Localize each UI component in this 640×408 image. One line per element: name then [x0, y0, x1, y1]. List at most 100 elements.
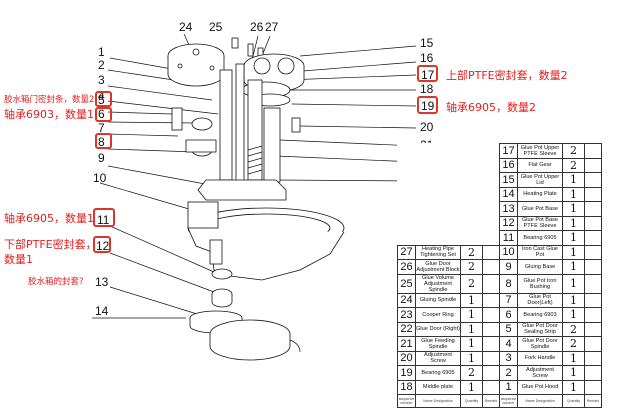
- header-qty: Quantity: [562, 394, 585, 408]
- annotation-upper-ptfe: 上部PTFE密封套，数量2: [446, 69, 568, 82]
- item-number: 23: [397, 307, 416, 323]
- header-remark: Remark: [482, 394, 500, 408]
- item-name: Gluing Spindle: [415, 292, 461, 308]
- iron-cast-glue-pot: [187, 201, 345, 281]
- item-name: Cooper Ring: [415, 307, 461, 323]
- annotation-bearing-6905-right: 轴承6905，数量2: [446, 101, 536, 114]
- item-quantity: 2: [562, 321, 585, 337]
- item-remark: [482, 307, 500, 323]
- item-remark: [482, 321, 500, 337]
- item-name: Glue Pot Iron Bushing: [517, 273, 563, 294]
- item-remark: [584, 350, 602, 366]
- callout-10: 10: [93, 171, 107, 185]
- callout-15: 15: [420, 36, 434, 50]
- item-quantity: 1: [562, 201, 585, 217]
- callout-25: 25: [209, 20, 223, 34]
- item-name: Glue Pot Door(Left): [517, 292, 563, 308]
- item-quantity: 1: [460, 350, 483, 366]
- item-quantity: 1: [562, 230, 585, 246]
- item-quantity: 2: [562, 336, 585, 352]
- header-name: Name Designation: [517, 394, 563, 408]
- item-quantity: 2: [562, 143, 585, 159]
- item-number: 7: [499, 292, 518, 308]
- glue-pot-hood: [167, 43, 225, 87]
- highlight-box-12: [93, 236, 111, 253]
- item-remark: [584, 365, 602, 381]
- header-qty: Quantity: [460, 394, 483, 408]
- item-remark: [482, 273, 500, 294]
- callout-16: 16: [420, 51, 434, 65]
- item-number: 11: [499, 230, 518, 246]
- item-remark: [584, 321, 602, 337]
- item-quantity: 1: [562, 292, 585, 308]
- item-quantity: 1: [562, 350, 585, 366]
- item-quantity: 1: [460, 307, 483, 323]
- item-remark: [482, 244, 500, 260]
- callout-1: 1: [98, 45, 105, 59]
- callout-3: 3: [98, 73, 105, 87]
- item-quantity: 2: [460, 365, 483, 381]
- item-remark: [482, 259, 500, 275]
- item-name: Glue Pot Base PTFE Sleeve: [517, 215, 563, 231]
- item-remark: [584, 336, 602, 352]
- item-quantity: 1: [460, 321, 483, 337]
- highlight-box-5: [95, 91, 112, 107]
- item-remark: [584, 172, 602, 188]
- item-name: Heating Pipe Tightening Set: [415, 244, 461, 260]
- callout-4: 4: [98, 89, 105, 103]
- item-number: 16: [499, 157, 518, 173]
- item-name: Gluing Base: [517, 259, 563, 275]
- highlight-box-19: [417, 96, 438, 114]
- item-remark: [584, 259, 602, 275]
- item-name: Glue Volume Adjustment Spindle: [415, 273, 461, 294]
- highlight-box-6: [95, 107, 112, 122]
- item-number: 25: [397, 273, 416, 294]
- highlight-box-17: [417, 65, 438, 82]
- item-name: Glue Pot Upper Lid: [517, 172, 563, 188]
- item-name: Middle plate: [415, 379, 461, 395]
- item-name: Glue Feeding Spindle: [415, 336, 461, 352]
- item-quantity: 2: [460, 259, 483, 275]
- item-number: 21: [397, 336, 416, 352]
- item-remark: [482, 350, 500, 366]
- item-number: 5: [499, 321, 518, 337]
- item-quantity: 1: [562, 307, 585, 323]
- annotation-lower-ptfe-qty: 数量1: [4, 253, 33, 266]
- item-quantity: 1: [460, 336, 483, 352]
- callout-11: 11: [97, 213, 110, 227]
- annotation-bearing-6903: 轴承6903，数量1: [4, 108, 94, 121]
- item-quantity: 1: [562, 259, 585, 275]
- item-number: 8: [499, 273, 518, 294]
- item-number: 9: [499, 259, 518, 275]
- spindles: [219, 63, 301, 185]
- annotation-tank-seal-question: 胶水箱的封套?: [28, 277, 84, 287]
- item-quantity: 2: [460, 273, 483, 294]
- item-name: Bearing 6903: [517, 307, 563, 323]
- callout-13: 13: [95, 275, 109, 289]
- item-remark: [584, 292, 602, 308]
- item-remark: [584, 143, 602, 159]
- callout-2: 2: [98, 58, 105, 72]
- item-number: 10: [499, 244, 518, 260]
- item-quantity: 2: [562, 157, 585, 173]
- item-remark: [584, 379, 602, 395]
- item-remark: [482, 292, 500, 308]
- item-remark: [584, 157, 602, 173]
- highlight-box-11: [93, 208, 115, 227]
- annotation-lower-ptfe: 下部PTFE密封套，: [4, 238, 97, 251]
- item-number: 2: [499, 365, 518, 381]
- callout-24: 24: [179, 20, 193, 34]
- item-quantity: 1: [562, 379, 585, 395]
- item-remark: [584, 186, 602, 202]
- item-remark: [584, 215, 602, 231]
- item-remark: [584, 201, 602, 217]
